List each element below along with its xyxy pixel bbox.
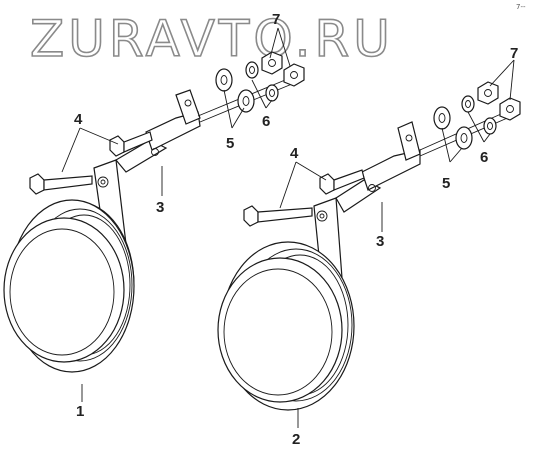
callout-nut-right: 7 <box>510 45 518 62</box>
flat-washer-left-2 <box>237 89 255 113</box>
watermark-logo: ZURAVTO.RU <box>30 10 394 68</box>
callout-washer-right: 5 <box>442 175 450 192</box>
callout-bolt-left: 4 <box>74 111 83 128</box>
callout-bolt-right: 4 <box>290 145 299 162</box>
leader-lines <box>61 27 515 428</box>
corner-mark: 7-- <box>516 3 526 11</box>
callout-washer-left: 5 <box>226 135 234 152</box>
nut-right-1 <box>477 81 499 105</box>
callout-bracket-right: 3 <box>376 233 384 250</box>
nut-left-2 <box>283 63 305 87</box>
horn-1 <box>3 199 135 373</box>
horn-assembly-right <box>217 81 521 411</box>
bolt-right-1 <box>243 205 313 227</box>
flat-washer-right-2 <box>455 126 473 150</box>
bolt-left-1 <box>29 173 93 195</box>
lock-washer-right-2 <box>483 117 497 135</box>
callout-lock-washer-right: 6 <box>480 149 488 166</box>
callout-lock-washer-left: 6 <box>262 113 270 130</box>
flat-washer-left-1 <box>215 68 233 92</box>
bolt-left-2 <box>109 131 153 157</box>
bolt-right-2 <box>319 169 365 195</box>
lock-washer-right-1 <box>461 95 475 113</box>
lock-washer-left-2 <box>265 84 279 102</box>
horn-assembly-left <box>3 51 305 373</box>
flat-washer-right-1 <box>433 106 451 130</box>
callout-horn-2: 2 <box>292 431 300 448</box>
nut-right-2 <box>499 97 521 121</box>
callout-bracket-left: 3 <box>156 199 164 216</box>
lock-washer-left-1 <box>245 61 259 79</box>
callout-horn-1: 1 <box>76 403 84 420</box>
horn-2 <box>217 241 355 411</box>
callout-nut-left: 7 <box>272 11 280 28</box>
